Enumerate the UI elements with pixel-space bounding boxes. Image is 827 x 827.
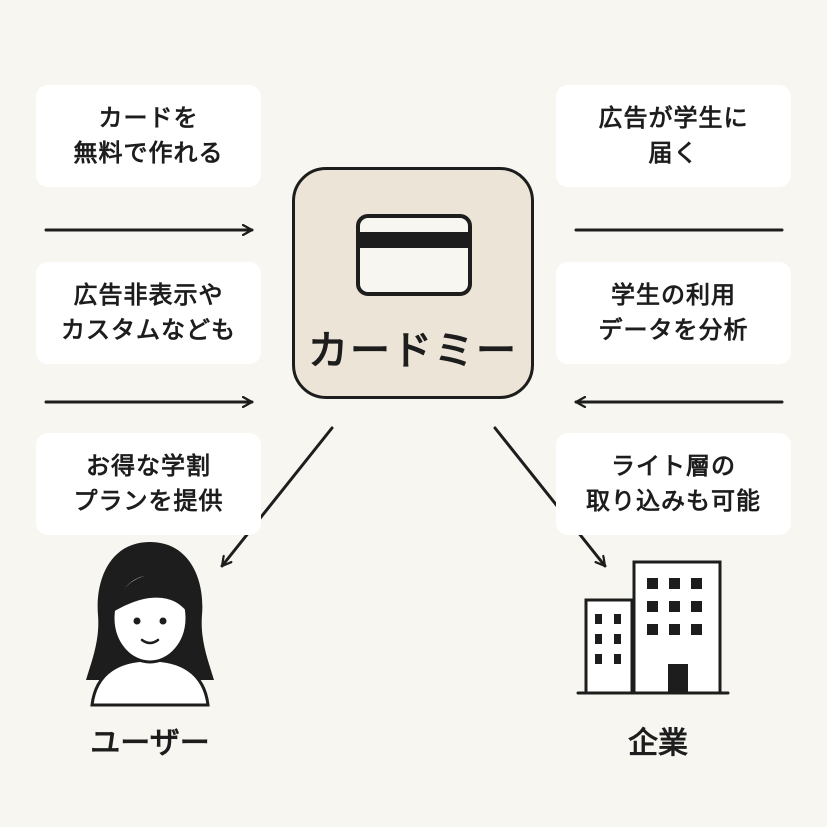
box-line: 学生の利用 [611, 281, 736, 310]
service-title: カードミー [308, 328, 518, 374]
user-benefit-box-1: カードを 無料で作れる [36, 85, 261, 187]
company-benefit-box-2: 学生の利用 データを分析 [556, 262, 791, 364]
box-line: 広告非表示や [73, 281, 224, 310]
box-line: カスタムなども [61, 316, 236, 344]
card-stripe [360, 232, 468, 248]
user-label: ユーザー [90, 726, 210, 761]
user-benefit-box-3: お得な学割 プランを提供 [36, 433, 261, 535]
box-line: プランを提供 [73, 487, 224, 515]
company-label: 企業 [628, 726, 688, 761]
company-benefit-box-3: ライト層の 取り込みも可能 [556, 433, 791, 535]
user-avatar-icon [86, 542, 214, 707]
box-line: 取り込みも可能 [586, 487, 761, 515]
box-line: カードを [98, 104, 199, 133]
box-line: データを分析 [598, 316, 749, 344]
user-benefit-box-2: 広告非表示や カスタムなども [36, 262, 261, 364]
box-line: 無料で作れる [73, 139, 224, 167]
building-icon [576, 560, 730, 695]
box-line: 広告が学生に [598, 104, 749, 133]
credit-card-icon [356, 214, 472, 296]
service-center-card: カードミー [292, 167, 534, 399]
arrow-to-company [493, 426, 607, 568]
company-benefit-box-1: 広告が学生に 届く [556, 85, 791, 187]
box-line: ライト層の [611, 452, 736, 481]
arrow-to-user [220, 426, 334, 568]
box-line: 届く [648, 139, 699, 167]
box-line: お得な学割 [86, 452, 211, 481]
